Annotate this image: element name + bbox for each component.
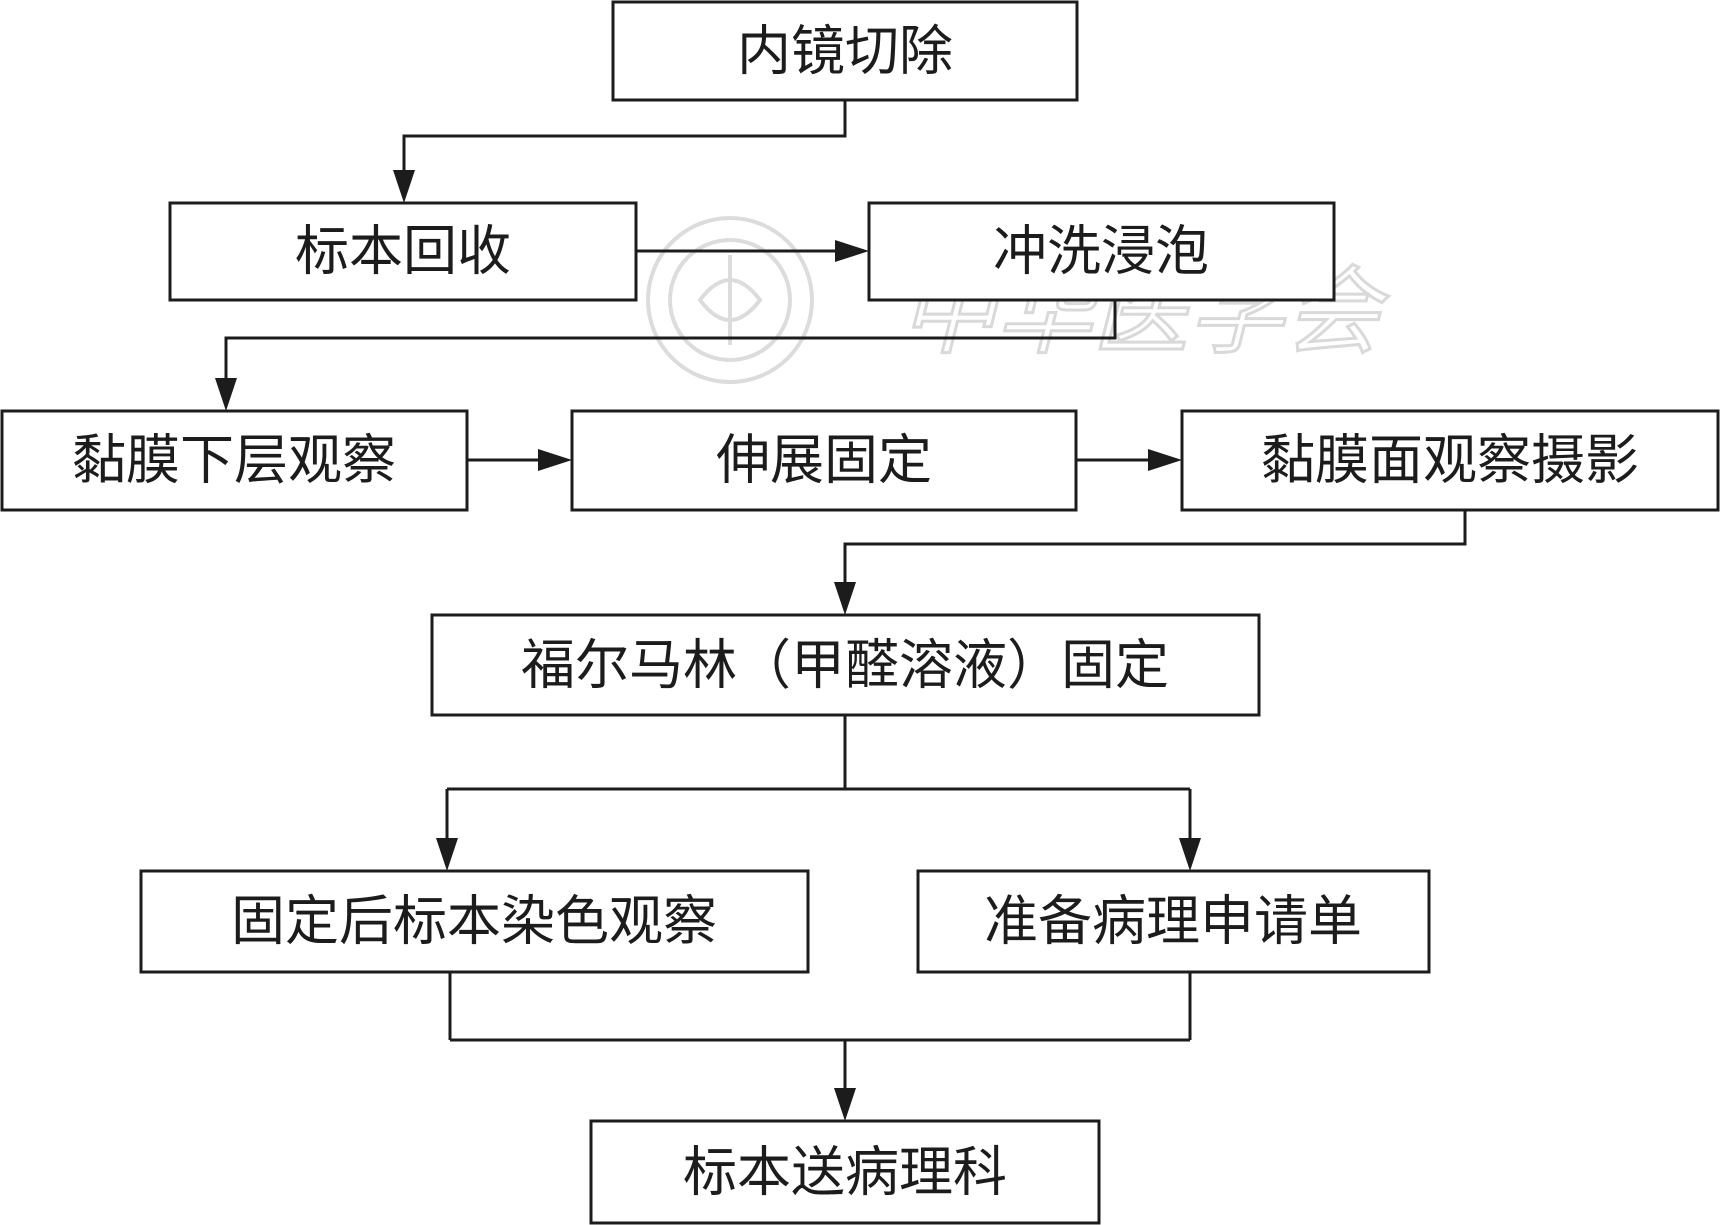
node-send-to-pathology: 标本送病理科	[589, 1119, 1101, 1225]
node-label: 福尔马林（甲醛溶液）固定	[521, 634, 1169, 697]
node-formalin-fixation: 福尔马林（甲醛溶液）固定	[430, 613, 1261, 717]
edge-mucosa-to-formalin	[834, 510, 1467, 615]
edge-stretch-to-mucosa	[1076, 449, 1182, 471]
node-mucosa-observation-photo: 黏膜面观察摄影	[1180, 409, 1720, 512]
node-stretch-fix: 伸展固定	[570, 409, 1078, 512]
edge-submucosa-to-stretch	[467, 449, 572, 471]
node-label: 内镜切除	[737, 20, 953, 83]
node-rinse-soak: 冲洗浸泡	[867, 201, 1336, 302]
node-label: 伸展固定	[716, 429, 932, 492]
edge-merge-to-pathology	[448, 972, 1192, 1121]
connectors	[215, 100, 1467, 1121]
node-submucosa-observation: 黏膜下层观察	[0, 409, 469, 512]
node-specimen-retrieval: 标本回收	[168, 201, 638, 302]
node-endoscopic-resection: 内镜切除	[611, 0, 1079, 102]
edge-formalin-split	[436, 715, 1201, 871]
node-post-fix-staining: 固定后标本染色观察	[139, 869, 810, 974]
edge-retrieval-to-rinse	[636, 240, 869, 262]
node-pathology-request: 准备病理申请单	[916, 869, 1431, 974]
node-label: 黏膜面观察摄影	[1261, 429, 1639, 492]
edge-rinse-to-submucosa	[215, 300, 1117, 411]
node-label: 准备病理申请单	[984, 890, 1362, 953]
node-label: 标本送病理科	[683, 1141, 1007, 1204]
node-label: 黏膜下层观察	[72, 429, 396, 492]
node-label: 固定后标本染色观察	[231, 890, 717, 953]
edge-resection-to-retrieval	[393, 100, 847, 203]
node-label: 标本回收	[295, 220, 511, 283]
node-label: 冲洗浸泡	[993, 220, 1209, 283]
watermark-seal-icon	[646, 216, 814, 384]
